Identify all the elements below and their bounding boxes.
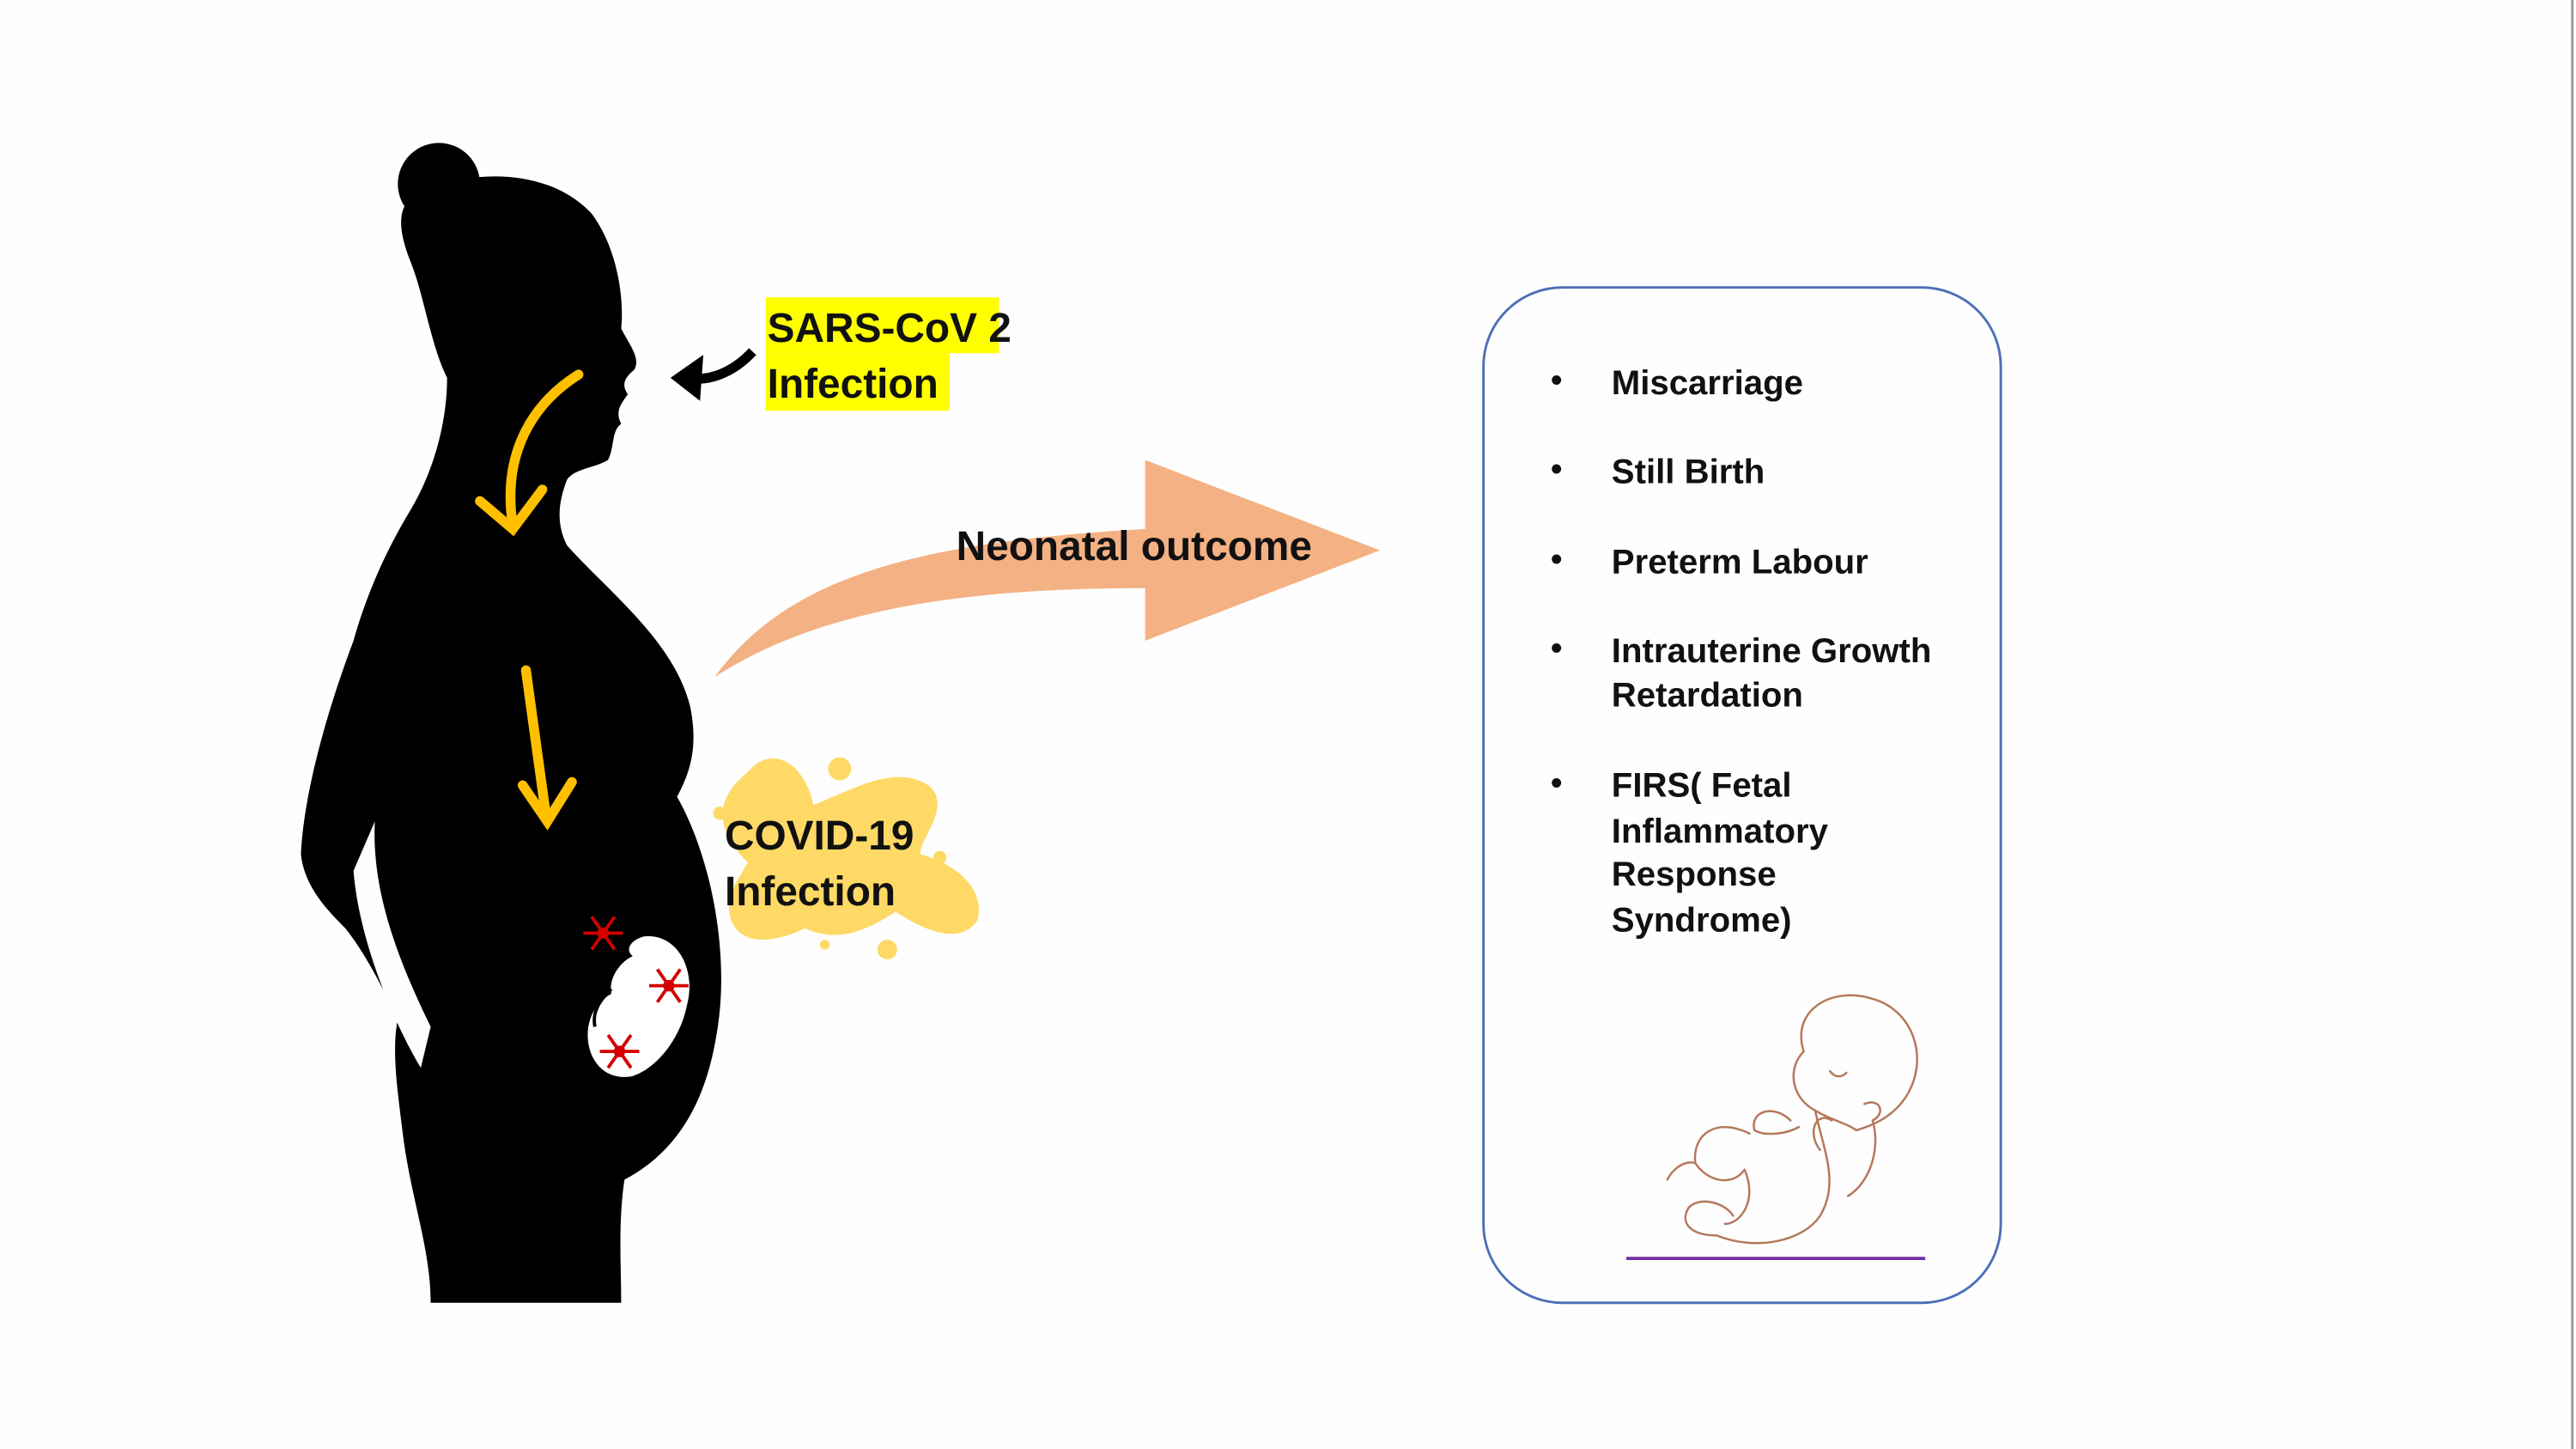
outcome-item-preterm-labour: • Preterm Labour: [1551, 541, 1868, 581]
covid-label-line2: Infection: [725, 869, 896, 915]
bullet: •: [1551, 630, 1562, 667]
outcomes-list: • Miscarriage • Still Birth • Preterm La…: [1551, 362, 1931, 939]
outcome-text: Inflammatory: [1612, 812, 1829, 850]
bullet: •: [1551, 451, 1562, 488]
outcome-text: Miscarriage: [1612, 363, 1803, 402]
arm-gap: [353, 821, 431, 1068]
outcome-text: Preterm Labour: [1612, 543, 1868, 581]
bullet: •: [1551, 541, 1562, 578]
virus-icons: [583, 916, 689, 1069]
neonatal-outcome-label: Neonatal outcome: [957, 524, 1312, 569]
outcome-text: FIRS( Fetal: [1612, 766, 1792, 805]
sars-highlight-2: [765, 353, 950, 411]
outcome-item-miscarriage: • Miscarriage: [1551, 362, 1803, 402]
outcome-item-still-birth: • Still Birth: [1551, 451, 1765, 491]
sars-label-line2: Infection: [768, 362, 939, 407]
outcome-text: Syndrome): [1612, 901, 1792, 940]
bullet: •: [1551, 362, 1562, 399]
transmission-arrows: [475, 369, 584, 831]
outcome-item-iugr: • Intrauterine Growth Retardation: [1551, 630, 1931, 714]
pregnant-woman-silhouette: [301, 143, 721, 1303]
outcome-text: Response: [1612, 855, 1777, 893]
inhalation-arrow-icon: [670, 348, 756, 401]
outcome-item-firs: • FIRS( Fetal Inflammatory Response Synd…: [1551, 764, 1829, 940]
sars-label-line1: SARS-CoV 2: [768, 306, 1012, 351]
outcome-text: Intrauterine Growth: [1612, 631, 1932, 670]
outcome-text: Still Birth: [1612, 452, 1765, 490]
sars-highlight: [765, 297, 999, 354]
outcome-text: Retardation: [1612, 675, 1803, 714]
newborn-baby-illustration: [1666, 994, 1918, 1245]
covid-splash: [713, 757, 979, 960]
neonatal-outcome-arrow: [714, 460, 1381, 678]
outcomes-box: [1482, 286, 2002, 1305]
covid-label-line1: COVID-19: [725, 813, 914, 859]
bullet: •: [1551, 764, 1562, 801]
